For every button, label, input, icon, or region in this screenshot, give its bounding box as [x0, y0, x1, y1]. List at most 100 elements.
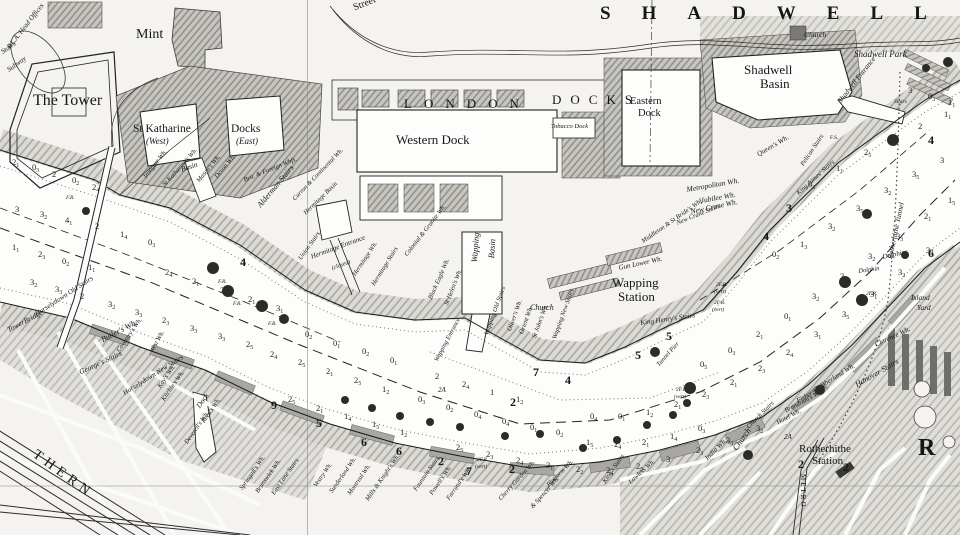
depth-sounding: 01: [390, 355, 398, 367]
depth-sounding: 12: [646, 407, 654, 419]
mooring-tier-number: 2: [438, 454, 444, 468]
eastern-dock-1: Eastern: [630, 96, 662, 107]
depth-sounding: 15: [372, 419, 380, 431]
mooring-buoy: [901, 251, 909, 259]
depth-sounding: 32: [812, 291, 820, 303]
depth-sounding: 03: [928, 91, 936, 103]
shadwell-park: Shadwell Park: [854, 49, 907, 59]
depth-sounding: 01: [618, 411, 626, 423]
depth-sounding: 02: [62, 256, 70, 268]
mint-building: [171, 7, 223, 69]
river-bank-outlines: [0, 79, 960, 469]
hermitage-entrance-closed: (closed): [331, 259, 352, 272]
depth-sounding: 2: [95, 221, 100, 231]
depth-sounding: 33: [926, 245, 934, 257]
st-katharine-west: (West): [146, 136, 169, 146]
depth-sounding: 25: [636, 461, 644, 473]
depth-sounding: 32: [828, 221, 836, 233]
depth-sounding: 04: [590, 411, 598, 423]
southern-railway-tracks: [0, 430, 251, 535]
depth-sounding: 23: [486, 449, 494, 461]
wapping-basin-2: Basin: [486, 238, 498, 259]
rotherhithe-ponds: [913, 380, 956, 449]
depth-sounding: 01: [530, 422, 537, 434]
shadwell-church-building: [789, 25, 807, 41]
depth-sounding: 03: [418, 394, 426, 406]
depth-sounding: 04: [474, 409, 482, 421]
mooring-buoy: [368, 404, 376, 412]
shadwell-basin-water: [711, 49, 853, 121]
depth-sounding: 35: [912, 169, 920, 181]
depth-sounding: 25: [456, 442, 464, 454]
depth-sounding: 14: [670, 431, 678, 443]
mooring-buoy: [501, 432, 509, 440]
shadwell-entrance-channel: [837, 95, 906, 125]
mooring-tier-number: 6: [396, 444, 402, 458]
buoy-label-2fr-3a: 2F.R.: [676, 387, 688, 393]
st-katharine-east: (East): [236, 136, 258, 146]
depth-sounding: 03: [808, 179, 816, 191]
buoy-label-2fr-4a: 2F.R.: [477, 457, 489, 463]
wapping-station-warehouses: [547, 242, 663, 301]
district-london: LONDON: [404, 96, 531, 111]
depth-sounding: 21: [316, 403, 324, 415]
mooring-buoy: [856, 294, 868, 306]
stairs-nw: Stairs: [0, 39, 18, 56]
depth-sounding: 32: [40, 209, 48, 221]
depth-sounding: 03: [148, 237, 156, 249]
depth-sounding: 33: [55, 284, 63, 296]
mooring-buoy: [396, 412, 404, 420]
buoy-label-fr-1: F.R.: [66, 195, 75, 201]
horselydown-old-stairs: Horselydown Old Stairs: [33, 274, 95, 318]
depth-sounding: 11: [88, 262, 96, 274]
mooring-tier-number: 5: [666, 329, 672, 343]
depth-sounding: 21: [326, 366, 334, 378]
mooring-buoy: [456, 423, 464, 431]
tower-subway: Subway: [5, 54, 28, 74]
depth-sounding: 21: [674, 399, 682, 411]
depth-sounding: 05: [700, 359, 708, 371]
depth-sounding: 2: [435, 371, 440, 381]
mint-west-block: [47, 1, 103, 29]
depth-sounding: 02: [362, 346, 370, 358]
mooring-tier-number: 2: [843, 460, 849, 474]
wapping-station-2: Station: [618, 289, 655, 304]
mooring-buoy: [683, 399, 691, 407]
depth-sounding: 02: [305, 329, 313, 341]
mooring-buoy: [743, 450, 753, 460]
timber-yard-bars: [888, 328, 951, 396]
depth-sounding: 03: [728, 345, 736, 357]
stk-west-basin: [139, 103, 201, 167]
buoy-label-fr-2: F.R.: [218, 279, 227, 285]
buoy-label-2fr-3b: (vert): [674, 394, 687, 400]
depth-sounding: 01: [333, 338, 341, 350]
north-roads: [110, 5, 960, 196]
mooring-buoy: [943, 57, 953, 67]
depth-sounding: 33: [218, 331, 226, 343]
river-thames: [0, 80, 960, 468]
depth-sounding: 24: [270, 349, 278, 361]
buoy-label-2fr-5: 2F.R.: [866, 291, 878, 297]
mooring-buoy: [579, 444, 587, 452]
depth-sounding: 32: [898, 267, 906, 279]
horselydown-block: [0, 312, 330, 500]
depth-sounding: 24: [92, 182, 100, 194]
depth-sounding: 33: [896, 231, 904, 243]
mooring-buoy: [650, 347, 660, 357]
mooring-buoy: [256, 300, 268, 312]
depth-sounding: 11: [944, 109, 952, 121]
church-shadwell: Church: [804, 30, 827, 39]
wapping-basin-1: Wapping: [469, 232, 482, 263]
mooring-buoy: [341, 396, 349, 404]
depth-sounding: 25: [246, 339, 254, 351]
depth-sounding: 2: [918, 121, 923, 131]
st-helens-wh: St Helen's Wh.: [443, 268, 464, 307]
tower-of-london-walls: [9, 51, 121, 189]
depth-sounding: 21: [248, 294, 256, 306]
buoy-label-2fr-4b: (vert): [475, 464, 488, 470]
depth-sounding: 21: [924, 211, 932, 223]
island-yard-1: Island: [911, 293, 930, 302]
depth-sounding: 03: [698, 423, 706, 435]
depth-sounding: 22: [576, 464, 584, 476]
